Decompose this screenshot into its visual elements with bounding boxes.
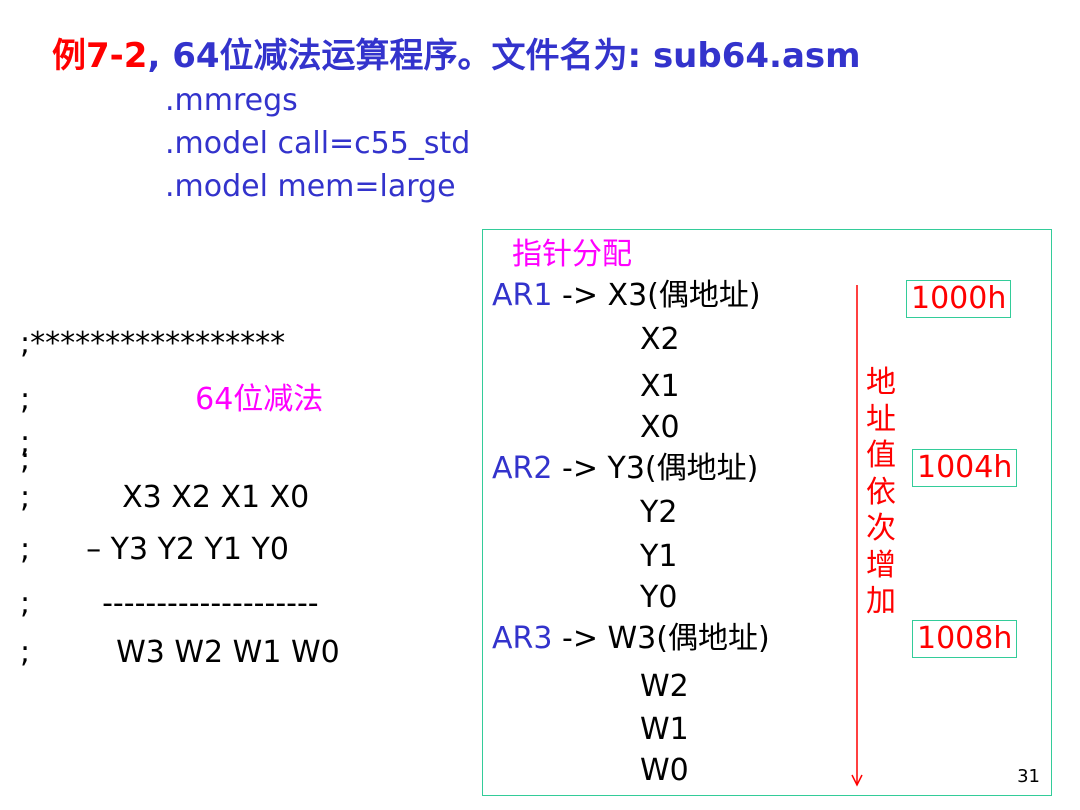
comment-result-line: ;W3 W2 W1 W0 (20, 635, 340, 670)
comment-rule-line: ;-------------------- (20, 586, 319, 621)
comment-stars: ;***************** (20, 326, 286, 361)
arrow-text: -> (552, 278, 608, 313)
memory-row: X2 (640, 322, 680, 357)
memory-row: Y1 (640, 539, 678, 574)
comment-blank-1: ; (20, 425, 31, 460)
memory-row: AR3 -> W3(偶地址) (492, 622, 770, 656)
vertical-char: 依 (866, 474, 896, 510)
directive-call-model: .model call=c55_std (165, 126, 471, 161)
memory-row: Y0 (640, 580, 678, 615)
memory-row: W0 (640, 753, 689, 788)
memory-row: Y2 (640, 495, 678, 530)
vertical-char: 增 (866, 547, 896, 583)
example-number: 例7-2 (52, 36, 148, 76)
memory-row: AR2 -> Y3(偶地址) (492, 452, 758, 486)
memory-item: W3(偶地址) (607, 621, 770, 656)
address-badge-1008h: 1008h (912, 620, 1018, 658)
title-text: , 64位减法运算程序。文件名为: sub64.asm (147, 36, 861, 76)
directive-mem-model: .model mem=large (165, 169, 456, 204)
memory-item: X3(偶地址) (607, 278, 761, 313)
memory-row: AR1 -> X3(偶地址) (492, 279, 761, 313)
vertical-char: 值 (866, 438, 896, 473)
register-ar1: AR1 (492, 278, 553, 313)
comment-heading: 64位减法 (195, 382, 324, 417)
arrow-text: -> (552, 451, 608, 486)
comment-subtrahend: – Y3 Y2 Y1 Y0 (86, 532, 289, 567)
memory-row: X1 (640, 369, 680, 404)
memory-row: W1 (640, 712, 689, 747)
address-badge-1004h: 1004h (912, 449, 1018, 487)
pointer-allocation-box (482, 229, 1052, 796)
vertical-char: 加 (866, 584, 896, 619)
register-ar2: AR2 (492, 451, 553, 486)
directive-mmregs: .mmregs (165, 83, 298, 118)
memory-row: X0 (640, 410, 680, 445)
comment-heading-line: ;64位减法 (20, 382, 324, 417)
page-number: 31 (1017, 766, 1040, 787)
comment-operands-line: ;X3 X2 X1 X0 (20, 480, 310, 515)
comment-blank-2: ; (20, 442, 31, 477)
down-arrow-icon (851, 285, 863, 787)
comment-subtrahend-line: ;– Y3 Y2 Y1 Y0 (20, 532, 289, 567)
memory-item: Y3(偶地址) (607, 451, 759, 486)
comment-result: W3 W2 W1 W0 (116, 635, 340, 670)
vertical-char: 地 (866, 365, 896, 400)
register-ar3: AR3 (492, 621, 553, 656)
pointer-heading: 指针分配 (512, 237, 632, 272)
vertical-label: 地 址 值 依 次 增 加 (866, 365, 896, 621)
comment-rule: -------------------- (102, 586, 319, 621)
vertical-char: 次 (866, 511, 896, 546)
slide-title: 例7-2, 64位减法运算程序。文件名为: sub64.asm (52, 34, 861, 78)
address-badge-1000h: 1000h (906, 280, 1012, 318)
comment-operands: X3 X2 X1 X0 (122, 480, 310, 515)
memory-row: W2 (640, 669, 689, 704)
vertical-char: 址 (866, 401, 896, 437)
arrow-text: -> (552, 621, 608, 656)
